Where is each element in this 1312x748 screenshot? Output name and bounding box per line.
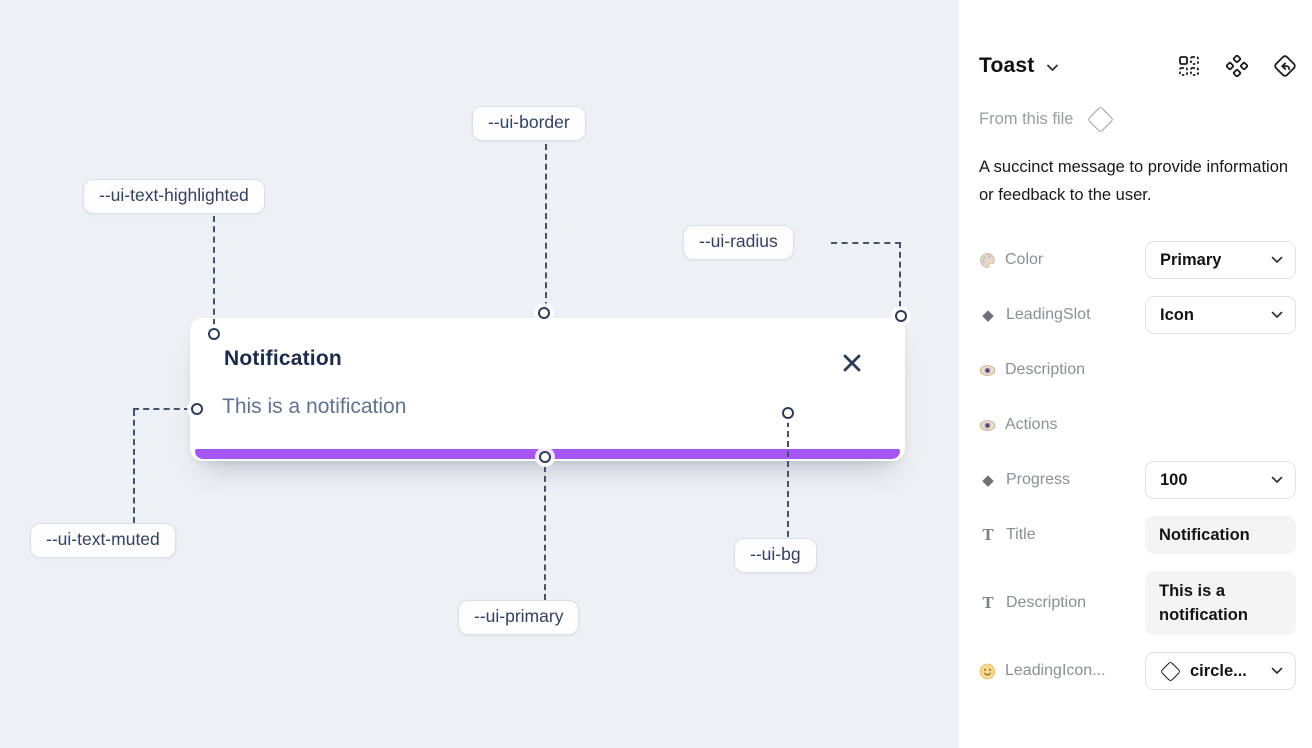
connector-line-radius-v [899, 242, 901, 307]
connector-dot-text-muted[interactable] [191, 403, 203, 415]
prop-label-title: Title [1006, 526, 1036, 543]
annotation-pill-ui-bg[interactable]: --ui-bg [734, 538, 817, 573]
prop-row-actions-toggle: Actions [979, 406, 1296, 451]
chevron-down-icon [1271, 667, 1283, 674]
toast-close-button[interactable] [841, 352, 863, 374]
prop-label-actions-toggle: Actions [1005, 416, 1058, 433]
prop-label-description-text: Description [1006, 594, 1087, 611]
component-name: Toast [979, 54, 1035, 77]
chevron-down-icon [1271, 476, 1283, 483]
connector-line-text-muted-h [133, 408, 190, 410]
connector-dot-bg[interactable] [782, 407, 794, 419]
annotation-pill-ui-radius[interactable]: --ui-radius [683, 225, 794, 260]
component-description: A succinct message to provide informatio… [979, 158, 1289, 204]
prop-label-description-toggle: Description [1005, 361, 1086, 378]
annotation-pill-ui-primary[interactable]: --ui-primary [458, 600, 580, 635]
leadingslot-select[interactable]: Icon [1145, 296, 1296, 334]
chevron-down-icon [1271, 256, 1283, 263]
chevron-down-icon [1047, 64, 1059, 71]
prop-label-progress: Progress [1006, 471, 1071, 488]
prop-label-leadingicon: LeadingIcon... [1005, 662, 1106, 679]
palette-icon [980, 252, 995, 268]
text-icon: T [982, 525, 994, 544]
connector-line-radius-h [831, 242, 901, 244]
diamond-icon [1087, 106, 1115, 133]
connector-line-text-highlighted [213, 216, 215, 325]
annotation-pill-ui-border[interactable]: --ui-border [472, 106, 586, 141]
toast-description: This is a notification [222, 395, 407, 418]
color-select[interactable]: Primary [1145, 241, 1296, 279]
instance-diamond-icon [1159, 660, 1182, 682]
connector-line-primary [544, 466, 546, 600]
toggle-knob [1119, 372, 1143, 396]
annotation-pill-ui-text-muted[interactable]: --ui-text-muted [30, 523, 176, 558]
annotation-pill-ui-text-highlighted[interactable]: --ui-text-highlighted [83, 179, 265, 214]
connector-dot-text-highlighted[interactable] [208, 328, 220, 340]
prop-label-color: Color [1005, 251, 1044, 268]
toast-title: Notification [224, 347, 342, 370]
leadingicon-select[interactable]: circle... [1145, 652, 1296, 690]
connector-line-text-muted-v [133, 410, 135, 523]
go-to-main-component-icon[interactable] [1274, 55, 1296, 77]
prop-row-leadingicon: LeadingIcon... circle... [979, 652, 1296, 690]
connector-dot-border[interactable] [538, 307, 550, 319]
toast-component-preview[interactable]: Notification This is a notification [190, 318, 905, 461]
component-properties-icon[interactable] [1178, 55, 1200, 77]
eye-icon [979, 364, 996, 376]
component-icon[interactable] [1225, 54, 1249, 78]
connector-dot-radius[interactable] [895, 310, 907, 322]
connector-line-bg [787, 421, 789, 537]
source-label: From this file [979, 110, 1074, 128]
prop-row-description-toggle: Description [979, 351, 1296, 396]
prop-row-leadingslot: ◆ LeadingSlot Icon [979, 296, 1296, 334]
text-icon: T [982, 593, 994, 612]
connector-line-border [545, 144, 547, 308]
source-row: From this file [979, 106, 1296, 133]
properties-panel: Toast [958, 0, 1312, 748]
prop-row-description-text: T Description This is a notification [979, 571, 1296, 635]
smiley-icon [979, 663, 996, 679]
component-name-dropdown[interactable] [1046, 59, 1059, 77]
design-canvas[interactable]: Notification This is a notification --ui… [0, 0, 958, 748]
chevron-down-icon [1271, 311, 1283, 318]
x-icon [843, 354, 861, 372]
description-input[interactable]: This is a notification [1145, 571, 1296, 635]
prop-label-leadingslot: LeadingSlot [1006, 306, 1091, 323]
diamond-icon: ◆ [982, 307, 994, 324]
prop-row-progress: ◆ Progress 100 [979, 461, 1296, 499]
title-input[interactable]: Notification [1145, 516, 1296, 554]
progress-select[interactable]: 100 [1145, 461, 1296, 499]
toggle-knob [1119, 427, 1143, 451]
panel-header: Toast [979, 54, 1296, 78]
connector-dot-primary[interactable] [539, 451, 551, 463]
prop-row-title: T Title Notification [979, 516, 1296, 554]
prop-row-color: Color Primary [979, 241, 1296, 279]
eye-icon [979, 419, 996, 431]
diamond-icon: ◆ [982, 472, 994, 489]
